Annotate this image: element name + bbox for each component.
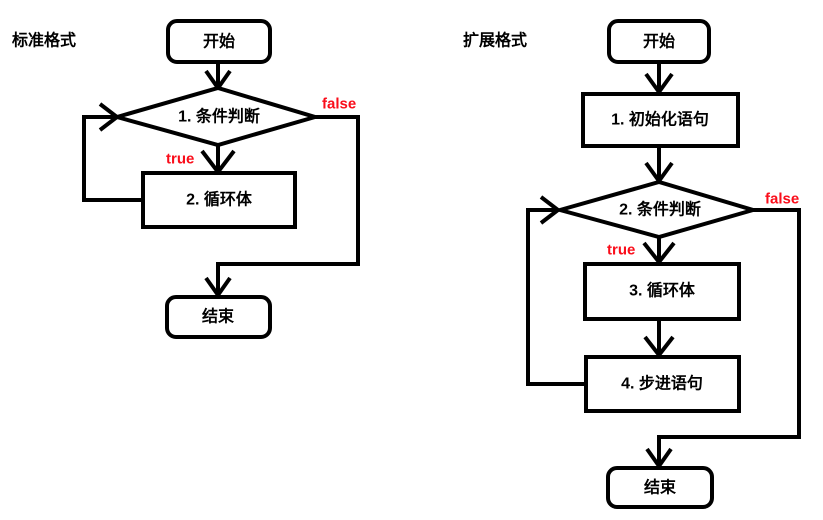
end-node-label: 结束	[643, 478, 677, 497]
loop-body-node-label: 2. 循环体	[186, 190, 253, 209]
false-edge-label: false	[322, 96, 356, 113]
arrowhead-right-icon	[98, 102, 121, 132]
init-node-label: 1. 初始化语句	[611, 110, 709, 129]
arrowhead-right-icon	[539, 195, 562, 225]
condition-node-label: 2. 条件判断	[619, 200, 701, 219]
condition-node-label: 1. 条件判断	[178, 107, 260, 126]
extended-format-title: 扩展格式	[463, 31, 527, 50]
standard-format-title: 标准格式	[11, 31, 76, 50]
start-node-label: 开始	[643, 32, 675, 51]
edge-loopback-to-condition	[526, 208, 586, 386]
true-edge-label: true	[607, 242, 635, 259]
edge-loopback-to-condition	[82, 115, 143, 202]
edge-false-to-end	[216, 115, 360, 293]
flowchart-extended: 扩展格式 开始 1. 初始化语句 2. 条件判断 false true	[463, 19, 801, 509]
loop-body-node	[141, 171, 297, 229]
init-node	[581, 92, 740, 148]
end-node	[165, 295, 272, 339]
start-node-label: 开始	[203, 32, 235, 51]
step-node-label: 4. 步进语句	[621, 374, 703, 393]
flowchart-standard: 标准格式 开始 1. 条件判断 false true 2. 循环体	[11, 19, 360, 339]
loop-body-node-label: 3. 循环体	[629, 281, 696, 300]
false-edge-label: false	[765, 191, 799, 208]
end-node	[606, 466, 714, 509]
edge-false-to-end	[657, 208, 801, 464]
true-edge-label: true	[166, 151, 194, 168]
loop-body-node	[583, 262, 741, 321]
end-node-label: 结束	[201, 307, 235, 326]
